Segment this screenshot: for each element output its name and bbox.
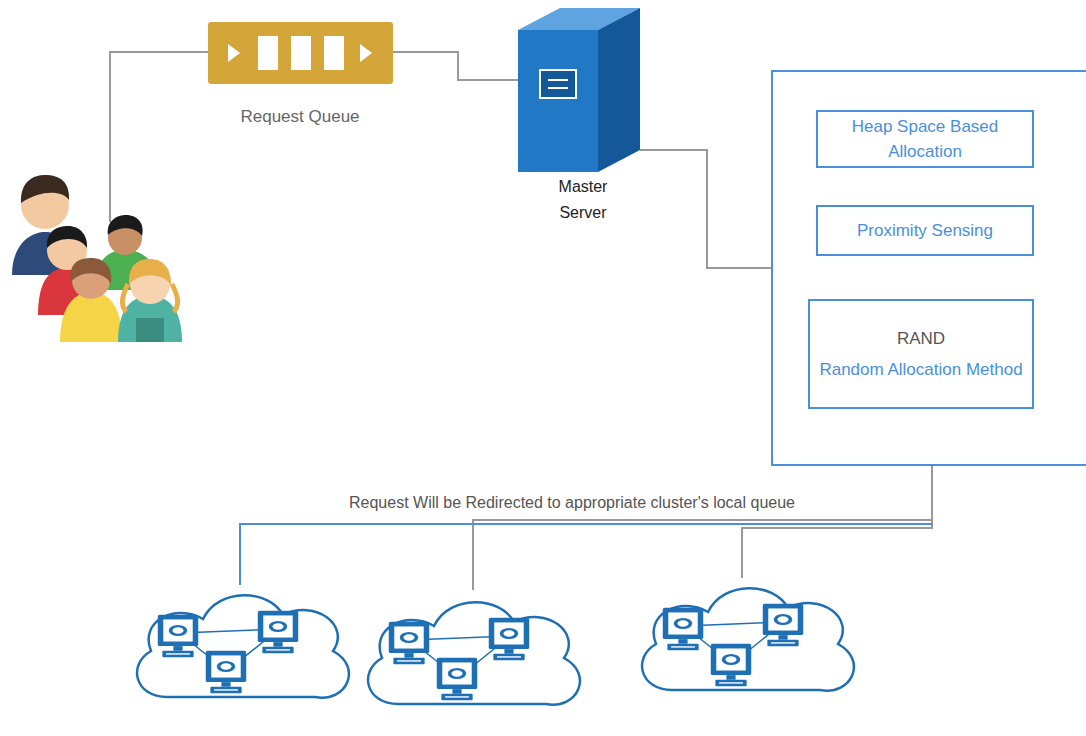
box-text: Random Allocation Method (819, 357, 1022, 382)
process-box: Proximity Sensing (816, 205, 1034, 256)
redirect-note: Request Will be Redirected to appropriat… (262, 490, 882, 516)
process-box: Heap Space Based Allocation (816, 110, 1034, 168)
allocation-panel: Heap Space Based AllocationProximity Sen… (771, 70, 1086, 466)
server-label: Master Server (533, 174, 633, 226)
process-box: RAND Random Allocation Method (808, 299, 1034, 409)
box-text: Proximity Sensing (857, 218, 993, 243)
box-heading: RAND (897, 326, 945, 351)
box-text: Heap Space Based Allocation (826, 114, 1024, 164)
queue-label: Request Queue (200, 104, 400, 130)
